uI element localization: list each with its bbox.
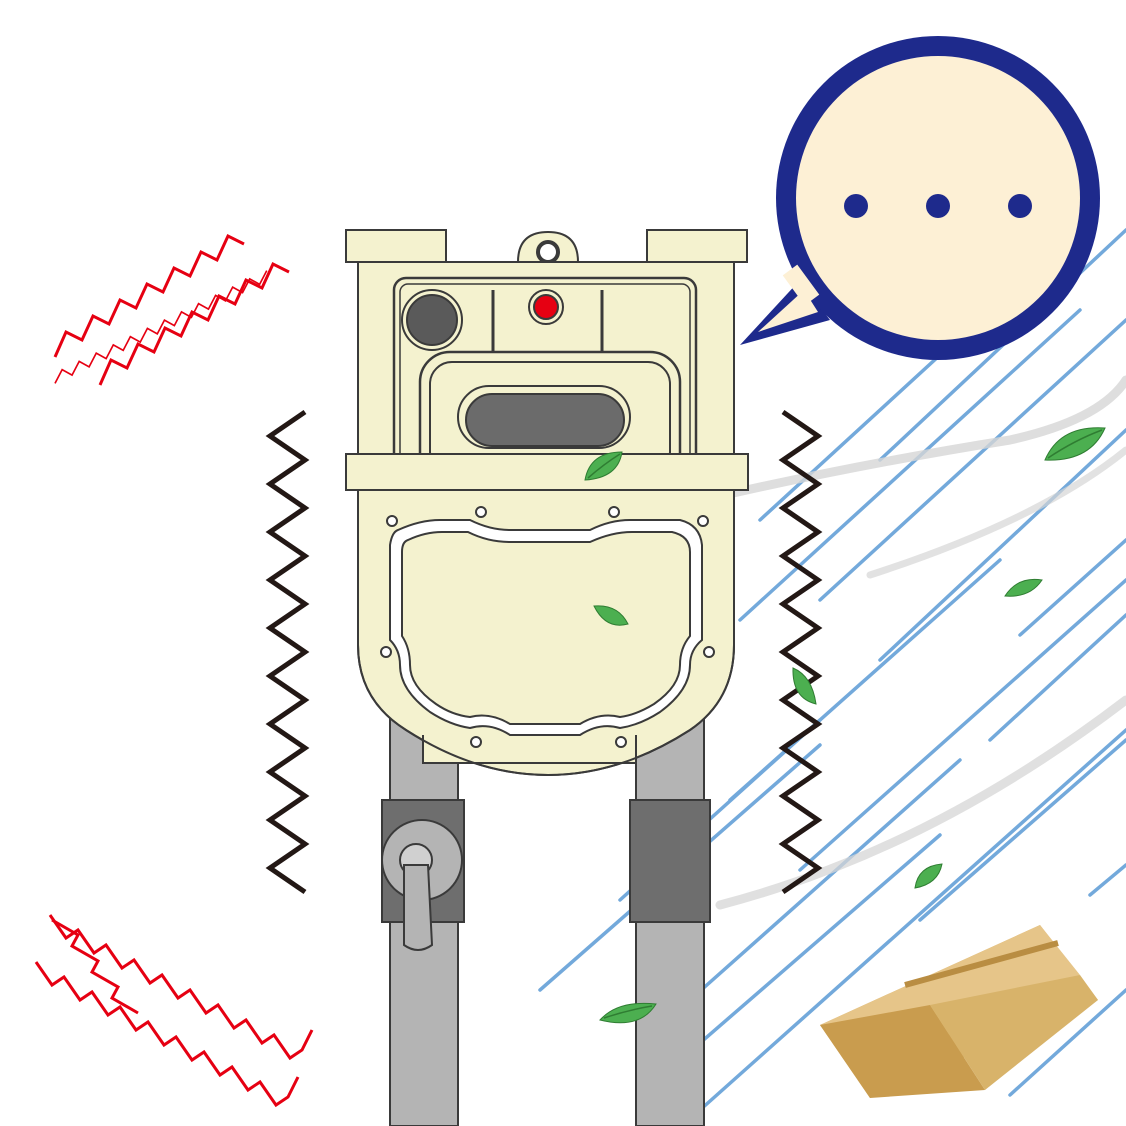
cardboard-box-icon [820, 925, 1098, 1098]
ellipsis-dot [926, 194, 950, 218]
speech-bubble-icon [740, 36, 1100, 360]
vibration-icon [51, 233, 290, 1015]
vibration-icon [265, 409, 823, 895]
valve-lever-icon [381, 819, 463, 951]
gas-meter-icon [345, 229, 749, 777]
vibration-icon [34, 914, 314, 1108]
gas-pipe-right [629, 699, 711, 1126]
ellipsis-dot [844, 194, 868, 218]
ellipsis-dot [1008, 194, 1032, 218]
rain-icon [538, 228, 1126, 1112]
